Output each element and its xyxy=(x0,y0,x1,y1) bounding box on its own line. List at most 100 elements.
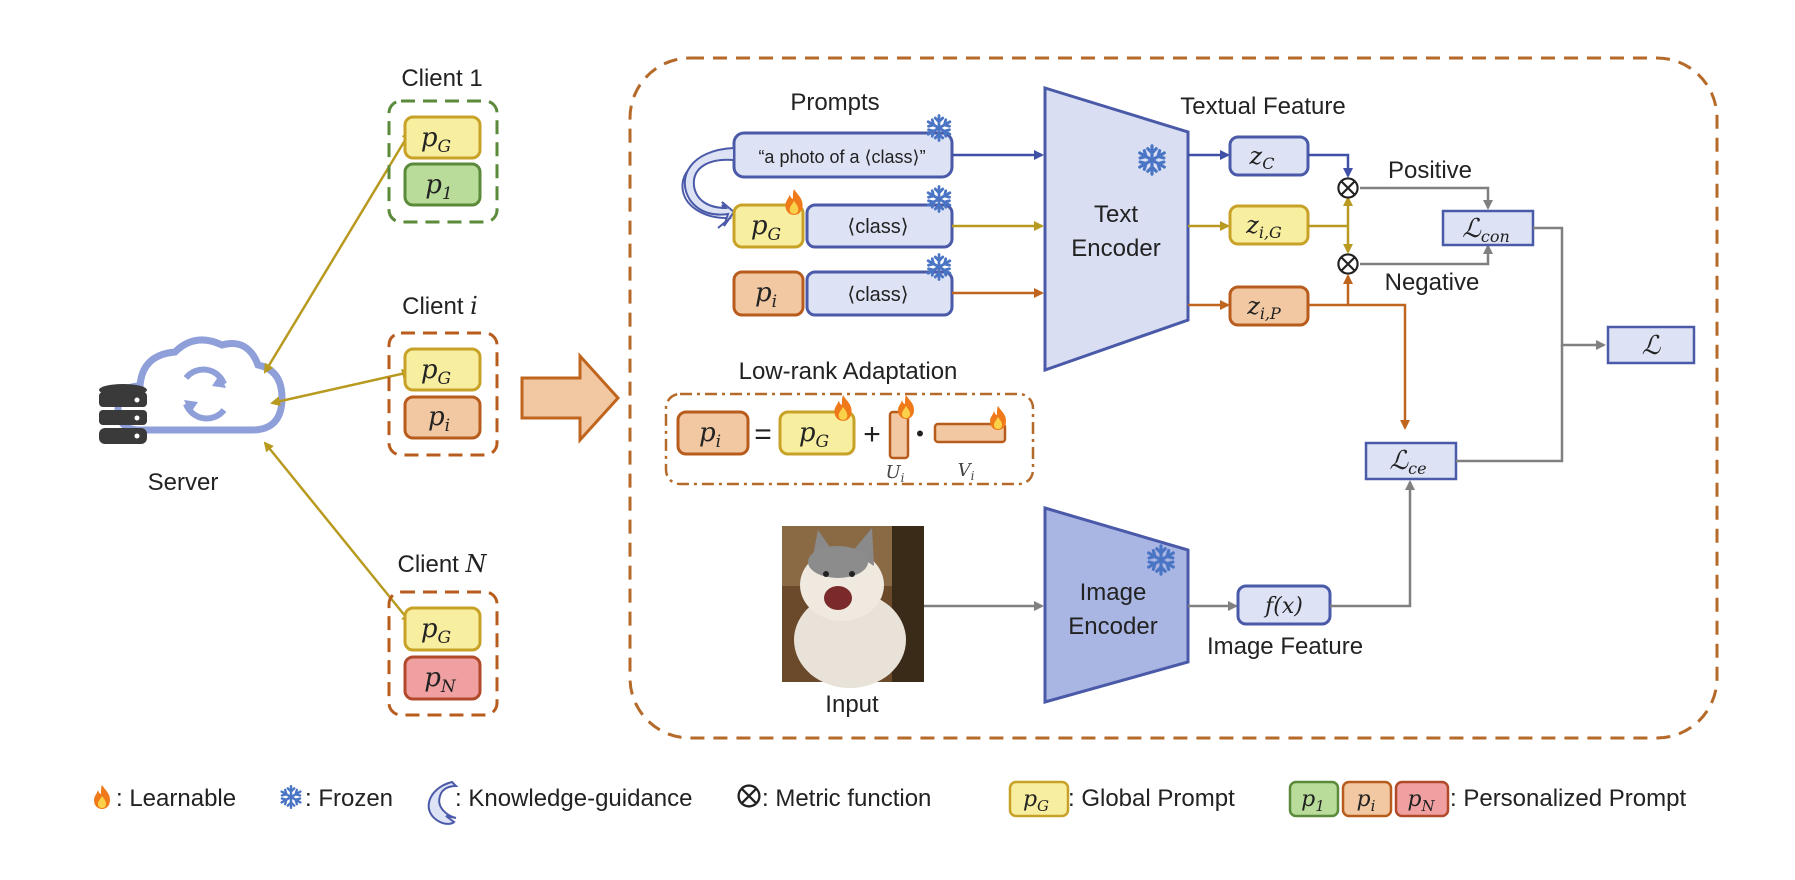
fire-icon xyxy=(785,189,803,215)
u-label: U xyxy=(885,462,901,483)
legend: : Learnable : Frozen : Knowledge-guidanc… xyxy=(94,780,1686,825)
client-i-title: Client xyxy=(402,293,470,320)
big-right-arrow xyxy=(520,352,621,444)
otimes-icon xyxy=(1337,253,1359,275)
svg-text:p1: p1 xyxy=(1301,787,1325,815)
lora-plus: + xyxy=(863,418,881,451)
p-label: p xyxy=(1407,787,1421,812)
legend-pn-swatch xyxy=(1394,780,1450,818)
fx-label: f(x) xyxy=(1263,594,1303,619)
p-label: p xyxy=(421,355,438,385)
text-encoder xyxy=(1043,85,1190,373)
p-label: p xyxy=(425,170,442,200)
sub-label: i xyxy=(1371,797,1376,815)
lora-pi xyxy=(676,410,750,456)
svg-text:ℒcon: ℒcon xyxy=(1462,214,1510,246)
sub-label: ce xyxy=(1408,459,1426,478)
server: Server xyxy=(99,336,286,496)
template-prompt-text: “a photo of a ⟨class⟩” xyxy=(758,147,925,167)
client-1: Client 1 pG p1 xyxy=(387,65,499,224)
sub-label: 1 xyxy=(1315,797,1325,815)
database-icon xyxy=(99,384,147,444)
sync-arrow-clienti xyxy=(270,368,412,407)
legend-guidance: : Knowledge-guidance xyxy=(455,785,693,812)
svg-text:Client N: Client N xyxy=(397,550,487,578)
lora-pg xyxy=(778,410,856,456)
sub-label: N xyxy=(440,677,457,697)
legend-metric: : Metric function xyxy=(762,785,931,812)
p-label: p xyxy=(1357,787,1371,812)
p-label: p xyxy=(1301,787,1315,812)
client-i-var: i xyxy=(470,292,478,320)
legend-personalized: : Personalized Prompt xyxy=(1450,785,1686,812)
loss-total xyxy=(1606,325,1696,365)
sub-label: i,G xyxy=(1259,223,1282,242)
sub-label: i xyxy=(716,432,721,452)
p-label: p xyxy=(751,211,768,241)
sub-label: con xyxy=(1481,227,1510,246)
class-token-text: ⟨class⟩ xyxy=(847,216,908,238)
sub-label: G xyxy=(438,628,452,648)
p-label: p xyxy=(421,614,438,644)
sub-label: N xyxy=(1420,797,1435,815)
snowflake-icon xyxy=(280,784,302,810)
svg-text:zi,P: zi,P xyxy=(1246,292,1281,323)
loss-symbol: ℒ xyxy=(1389,446,1409,476)
sub-label: i xyxy=(971,469,975,483)
svg-text:zi,G: zi,G xyxy=(1245,211,1282,242)
svg-text:pi: pi xyxy=(428,402,450,436)
fire-icon xyxy=(834,395,852,421)
client-1-global-prompt xyxy=(403,115,482,160)
sync-arrow-client1 xyxy=(263,130,412,374)
svg-text:Client i: Client i xyxy=(402,292,478,320)
legend-p1-swatch xyxy=(1288,780,1340,818)
svg-text:pN: pN xyxy=(1407,787,1435,815)
image-encoder-line2: Encoder xyxy=(1068,613,1157,640)
curved-arrow-icon xyxy=(427,780,459,825)
z-label: z xyxy=(1246,292,1260,320)
svg-text:pG: pG xyxy=(1023,787,1049,815)
client-i: Client i pG pi xyxy=(387,292,499,457)
svg-text:pi: pi xyxy=(1357,787,1376,815)
p-label: p xyxy=(799,418,816,448)
sub-label: G xyxy=(438,137,452,157)
v-label: V xyxy=(958,460,973,481)
prompt-personal-token xyxy=(732,270,805,317)
sub-label: i,P xyxy=(1260,304,1281,323)
legend-global-swatch xyxy=(1008,780,1070,818)
z-label: z xyxy=(1245,211,1259,239)
svg-text:Ui: Ui xyxy=(885,462,904,485)
svg-text:Vi: Vi xyxy=(958,460,975,483)
server-label: Server xyxy=(148,469,219,496)
sync-arrow-clientN xyxy=(263,441,412,624)
cat-photo xyxy=(782,526,924,688)
client-n-personal-prompt xyxy=(403,655,482,701)
p-label: p xyxy=(699,418,716,448)
lora-box xyxy=(664,392,1035,486)
svg-text:pG: pG xyxy=(421,355,451,389)
p-label: p xyxy=(424,663,441,693)
legend-global: : Global Prompt xyxy=(1068,785,1235,812)
lora-heading: Low-rank Adaptation xyxy=(739,358,958,385)
legend-learnable: : Learnable xyxy=(116,785,236,812)
sub-label: i xyxy=(445,416,450,436)
fire-icon xyxy=(94,785,110,809)
text-encoder-line2: Encoder xyxy=(1071,235,1160,262)
client-i-global-prompt xyxy=(403,347,482,392)
client-n-var: N xyxy=(465,550,488,578)
client-n: Client N pG pN xyxy=(387,550,499,717)
svg-text:pG: pG xyxy=(751,211,781,245)
svg-text:pG: pG xyxy=(421,614,451,648)
client-1-title: Client 1 xyxy=(401,65,482,92)
lora-v-matrix xyxy=(933,422,1007,444)
snowflake-icon xyxy=(926,114,952,142)
svg-text:pi: pi xyxy=(699,418,721,452)
sub-label: G xyxy=(438,369,452,389)
legend-pi-swatch xyxy=(1341,780,1393,818)
sub-label: G xyxy=(816,432,830,452)
client-1-personal-prompt xyxy=(403,162,482,207)
sub-label: G xyxy=(1037,797,1049,815)
svg-text:zC: zC xyxy=(1249,142,1275,173)
lora-dot: • xyxy=(916,421,924,446)
